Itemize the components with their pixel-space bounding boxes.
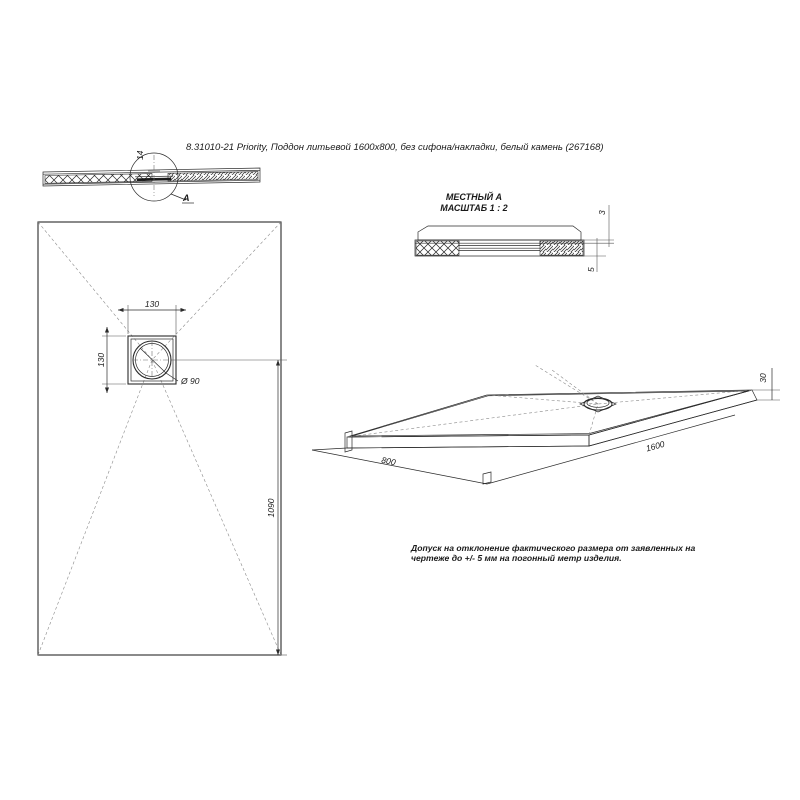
detail-dim-top: 3 xyxy=(597,210,607,215)
iso-width-dim: 800 xyxy=(381,455,397,468)
section-view: 14 A xyxy=(42,150,261,204)
plan-length-dim: 1090 xyxy=(266,498,276,517)
iso-height-dim: 30 xyxy=(758,373,768,383)
tolerance-note: Допуск на отклонение фактического размер… xyxy=(410,543,695,563)
isometric-view: 800 1600 30 xyxy=(311,364,780,485)
section-thickness-dim: 14 xyxy=(135,150,145,160)
iso-length-dim: 1600 xyxy=(645,439,666,454)
detail-heading-line2: МАСШТАБ 1 : 2 xyxy=(440,203,507,213)
tolerance-note-line1: Допуск на отклонение фактического размер… xyxy=(410,543,695,553)
plan-drain-height-dim: 130 xyxy=(96,353,106,367)
plan-drain-diameter-label: Ø 90 xyxy=(180,376,200,386)
plan-drain-width-dim: 130 xyxy=(145,299,159,309)
plan-view: 130 130 Ø 90 1090 xyxy=(37,221,287,656)
tolerance-note-line2: чертеже до +/- 5 мм на погонный метр изд… xyxy=(411,553,622,563)
detail-view-local-a: МЕСТНЫЙ А МАСШТАБ 1 : 2 3 5 xyxy=(414,191,614,272)
detail-dim-bottom: 5 xyxy=(586,267,596,272)
drawing-title: 8.31010-21 Priority, Поддон литьевой 160… xyxy=(186,142,604,153)
detail-heading-line1: МЕСТНЫЙ А xyxy=(446,191,502,202)
detail-marker-a: A xyxy=(182,193,190,203)
